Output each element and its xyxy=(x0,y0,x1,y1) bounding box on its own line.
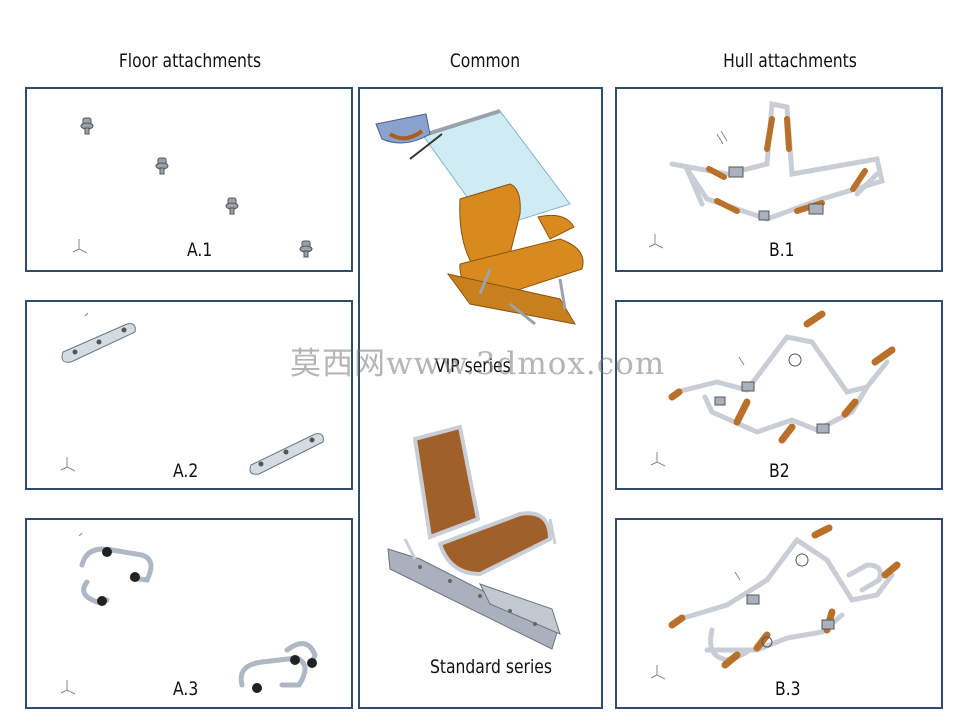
panel-b3: B.3 xyxy=(615,518,943,709)
bracket-1 xyxy=(79,546,154,605)
panel-a2: A.2 xyxy=(25,300,353,490)
floor-attachments-title: Floor attachments xyxy=(118,50,262,72)
label-a3: A.3 xyxy=(173,678,199,700)
label-a1: A.1 xyxy=(187,239,213,261)
floor-rails-a2-illustration xyxy=(60,312,324,475)
label-b1: B.1 xyxy=(769,239,795,261)
rail-plate-1 xyxy=(61,323,136,363)
common-title: Common xyxy=(449,50,521,72)
panel-b1: B.1 xyxy=(615,87,943,272)
rail-plate-2 xyxy=(249,433,324,475)
standard-seat xyxy=(387,424,561,650)
axis-icon xyxy=(72,239,88,254)
hull-frame-b3-illustration xyxy=(650,524,901,680)
floor-brackets-a3-illustration xyxy=(60,532,318,695)
panel-b2: B2 xyxy=(615,300,943,490)
label-standard-series: Standard series xyxy=(430,656,552,678)
panel-a1: A.1 xyxy=(25,87,353,272)
watermark: 莫西网www.3dmox.com xyxy=(290,346,666,382)
label-b2: B2 xyxy=(769,460,790,482)
floor-fittings-a1-illustration xyxy=(72,117,313,258)
hull-frame-b2-illustration xyxy=(650,310,896,467)
hull-attachments-title: Hull attachments xyxy=(723,50,857,72)
vip-seat xyxy=(375,109,584,326)
seats-illustration xyxy=(375,109,584,650)
label-a2: A.2 xyxy=(173,460,199,482)
panel-a3: A.3 xyxy=(25,518,353,709)
bracket-2 xyxy=(238,641,318,688)
label-vip-series: VIP series xyxy=(435,355,511,377)
hull-frame-b1-illustration xyxy=(648,100,885,249)
panel-common: VIP series Standard series xyxy=(358,87,603,709)
label-b3: B.3 xyxy=(775,678,801,700)
